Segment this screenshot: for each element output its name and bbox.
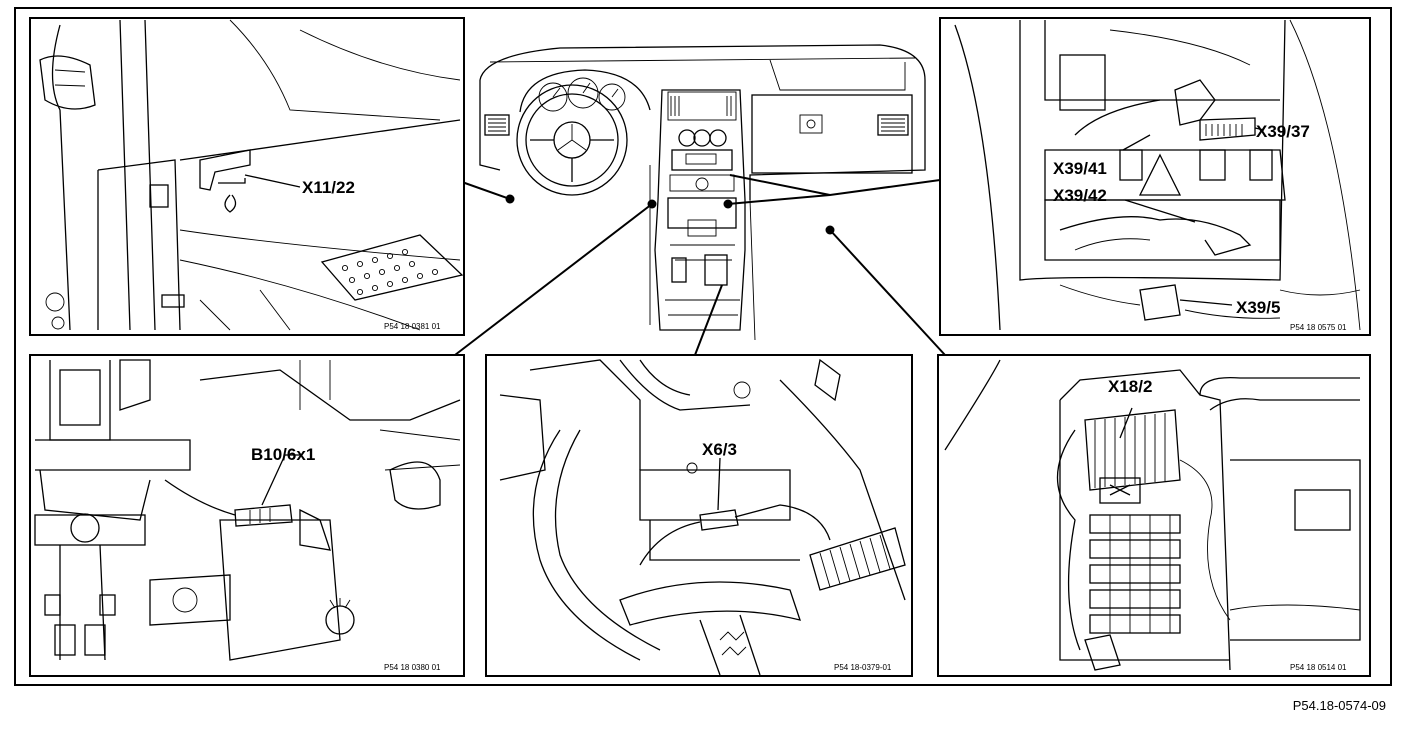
- relay-rows: [1089, 514, 1181, 634]
- callout-x39-5: X39/5: [1236, 298, 1280, 317]
- leader-lines: [454, 174, 946, 356]
- callout-b10-6x1: B10/6x1: [251, 445, 315, 464]
- panel-top-left: X11/22 P54 18 0381 01: [29, 17, 465, 336]
- pedal-studs: [341, 248, 439, 296]
- panel-bottom-right: X18/2 P54 18 0514 01: [937, 354, 1371, 677]
- panel-caption: P54 18 0575 01: [1290, 323, 1347, 332]
- panel-caption: P54 18 0514 01: [1290, 663, 1347, 672]
- panel-bottom-left: B10/6x1 P54 18 0380 01: [29, 354, 465, 677]
- callout-x39-42: X39/42: [1053, 186, 1107, 205]
- outer-frame: [14, 7, 1392, 686]
- callout-x18-2: X18/2: [1108, 377, 1152, 396]
- panel-caption: P54 18 0381 01: [384, 322, 441, 331]
- callout-x6-3: X6/3: [702, 440, 737, 459]
- panel-caption: P54 18-0379-01: [834, 663, 892, 672]
- panel-bottom-center: X6/3 P54 18-0379-01: [485, 354, 913, 677]
- figure-code: P54.18-0574-09: [1293, 698, 1386, 713]
- callout-x11-22: X11/22: [302, 178, 355, 197]
- callout-x39-41: X39/41: [1053, 159, 1107, 178]
- panel-caption: P54 18 0380 01: [384, 663, 441, 672]
- callout-x39-37: X39/37: [1256, 122, 1310, 141]
- panel-top-right: X39/37 X39/41 X39/42 X39/5 P54 18 0575 0…: [939, 17, 1371, 336]
- dashboard-overview: [479, 44, 926, 341]
